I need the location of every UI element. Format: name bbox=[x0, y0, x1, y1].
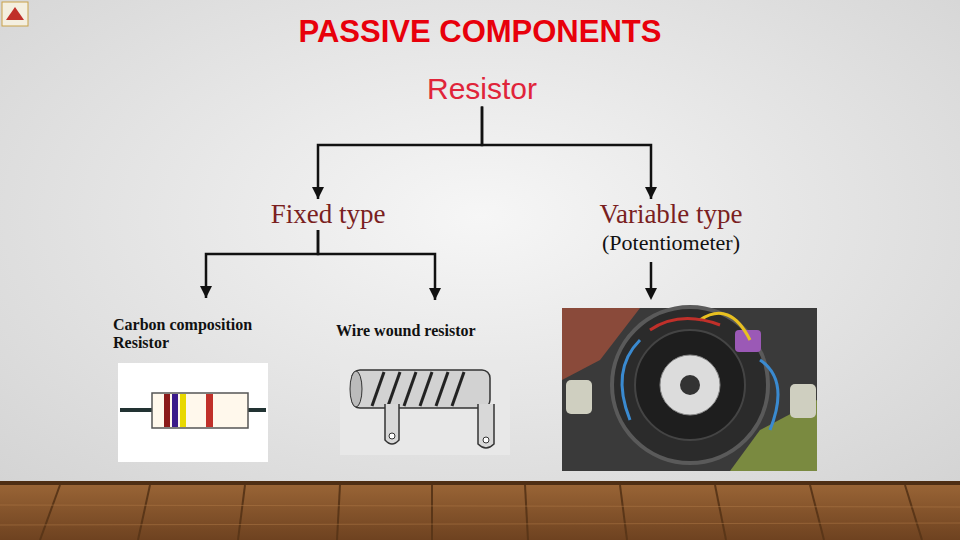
slide-title: PASSIVE COMPONENTS bbox=[0, 14, 960, 50]
tree-node: Carbon composition Resistor bbox=[113, 298, 295, 353]
tree-connector bbox=[206, 230, 318, 298]
leader-arrow bbox=[645, 262, 657, 300]
wire-wound-resistor-symbol bbox=[340, 360, 510, 455]
potentiometer-photo bbox=[562, 307, 817, 471]
tree-connector bbox=[482, 107, 651, 200]
node-sublabel: (Potentiometer) bbox=[571, 230, 771, 255]
node-label: Fixed type bbox=[218, 199, 438, 230]
node-label: Resistor bbox=[402, 72, 562, 107]
tree-node: Variable type(Potentiometer) bbox=[571, 199, 771, 255]
tree-connector bbox=[318, 107, 482, 200]
tree-connector bbox=[318, 230, 435, 300]
tree-node: Fixed type bbox=[218, 199, 438, 230]
tree-node: Resistor bbox=[402, 72, 562, 107]
tree-node: Wire wound resistor bbox=[336, 300, 536, 340]
node-label: Variable type bbox=[571, 199, 771, 230]
node-label: Carbon composition Resistor bbox=[113, 316, 295, 353]
node-label: Wire wound resistor bbox=[336, 322, 536, 340]
logo bbox=[2, 2, 28, 26]
carbon-resistor-symbol bbox=[118, 363, 268, 462]
wood-floor bbox=[0, 481, 960, 540]
